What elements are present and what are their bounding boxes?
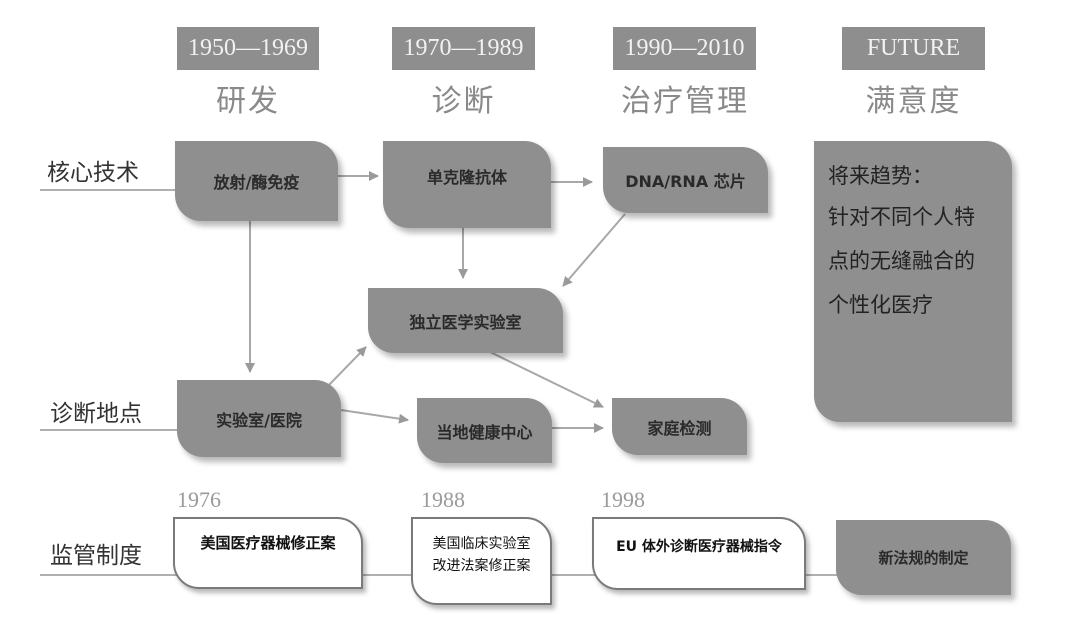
node-clia-amendment: 美国临床实验室 改进法案修正案 xyxy=(411,517,552,605)
future-trend-text: 将来趋势： 针对不同个人特 点的无缝融合的 个性化医疗 xyxy=(828,159,975,329)
node-local-health-center: 当地健康中心 xyxy=(417,398,552,463)
node-radio-enzyme-immuno: 放射/酶免疫 xyxy=(175,141,338,221)
era-theme-rd: 研发 xyxy=(216,84,280,119)
node-label: EU 体外诊断医疗器械指令 xyxy=(616,538,782,555)
row-label-core-tech: 核心技术 xyxy=(47,160,139,186)
node-label-line-2: 改进法案修正案 xyxy=(432,558,531,574)
future-trend-line-4: 个性化医疗 xyxy=(828,293,933,317)
node-us-medical-device-amendment: 美国医疗器械修正案 xyxy=(173,517,363,589)
node-lab-hospital: 实验室/医院 xyxy=(177,380,341,457)
node-label: 家庭检测 xyxy=(647,418,712,438)
era-badge-1970-1989: 1970—1989 xyxy=(392,27,535,70)
node-dna-rna-chip: DNA/RNA 芯片 xyxy=(603,147,768,213)
era-badge-1950-1969: 1950—1969 xyxy=(177,27,319,70)
node-label: 当地健康中心 xyxy=(436,422,533,442)
node-eu-ivd-directive: EU 体外诊断医疗器械指令 xyxy=(592,517,806,590)
era-theme-diagnosis: 诊断 xyxy=(431,84,496,119)
node-independent-medical-lab: 独立医学实验室 xyxy=(368,288,563,353)
future-trend-line-1: 将来趋势： xyxy=(828,164,933,188)
node-label-line-1: 美国临床实验室 xyxy=(432,536,531,552)
row-label-regulation: 监管制度 xyxy=(50,543,142,569)
node-label: 单克隆抗体 xyxy=(426,167,507,187)
era-badge-1990-2010: 1990—2010 xyxy=(613,27,756,70)
future-trend-box: 将来趋势： 针对不同个人特 点的无缝融合的 个性化医疗 xyxy=(814,141,1012,422)
year-1998: 1998 xyxy=(601,487,645,512)
node-monoclonal-antibody: 单克隆抗体 xyxy=(383,141,551,228)
node-home-testing: 家庭检测 xyxy=(612,398,747,455)
year-1976: 1976 xyxy=(177,487,221,512)
future-trend-line-3: 点的无缝融合的 xyxy=(828,249,975,273)
node-label: 美国医疗器械修正案 xyxy=(200,533,336,552)
node-label: 放射/酶免疫 xyxy=(213,173,300,192)
node-new-regulation-making: 新法规的制定 xyxy=(836,520,1011,595)
node-label: 新法规的制定 xyxy=(878,549,969,567)
node-label: 独立医学实验室 xyxy=(409,312,522,332)
era-theme-satisfaction: 满意度 xyxy=(865,84,962,119)
era-badge-future: FUTURE xyxy=(842,27,985,70)
diagnosis-site-row-line xyxy=(40,429,180,431)
core-tech-row-line xyxy=(40,189,180,191)
node-label: DNA/RNA 芯片 xyxy=(625,172,746,191)
future-trend-line-2: 针对不同个人特 xyxy=(828,205,975,229)
year-1988: 1988 xyxy=(421,487,465,512)
era-theme-treatment: 治疗管理 xyxy=(621,84,749,119)
node-label: 实验室/医院 xyxy=(216,410,302,430)
row-label-diagnosis-site: 诊断地点 xyxy=(50,401,142,427)
